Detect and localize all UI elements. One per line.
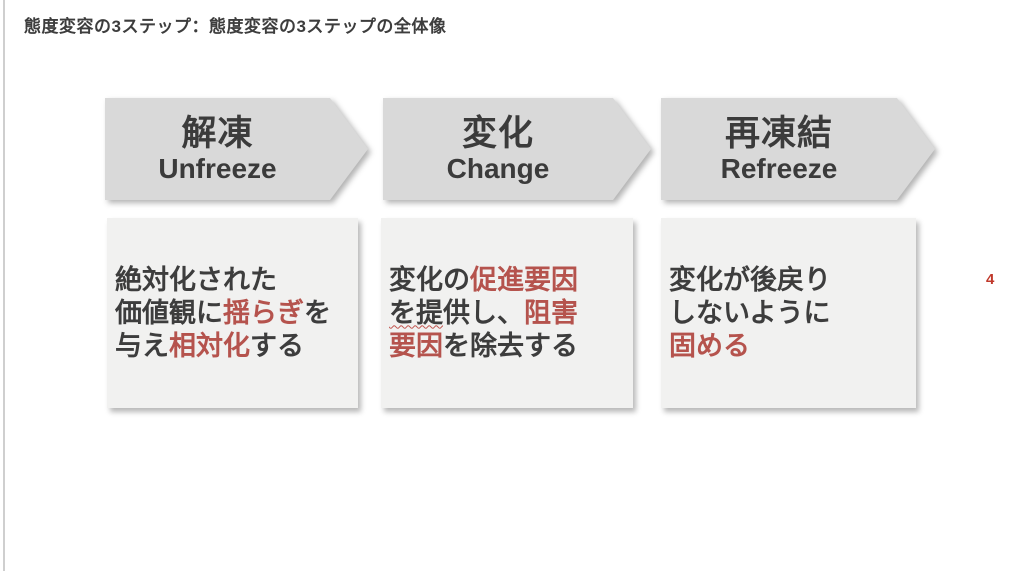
step-title-ja: 解凍	[181, 114, 254, 153]
description-line: 変化が後戻り	[669, 264, 916, 297]
step-title-ja: 再凍結	[724, 114, 833, 153]
step-arrow-change: 変化 Change	[383, 98, 651, 200]
highlighted-text: 阻害	[524, 297, 578, 328]
description-line: 変化の促進要因	[389, 264, 633, 297]
highlighted-text: 相対化	[169, 330, 250, 361]
highlighted-text: 固める	[669, 330, 750, 361]
step-description-box-unfreeze: 絶対化された価値観に揺らぎを与え相対化する	[107, 218, 358, 408]
description-line: 絶対化された	[115, 264, 358, 297]
highlighted-text: 促進要因	[470, 264, 578, 295]
page-number: 4	[986, 271, 995, 288]
step-title-ja: 変化	[461, 114, 534, 153]
description-line: を提供し、阻害	[389, 297, 633, 330]
step-title-en: Change	[446, 153, 550, 184]
chevron-shape: 再凍結 Refreeze	[661, 98, 935, 200]
page-title: 態度変容の3ステップ：態度変容の3ステップの全体像	[24, 17, 447, 36]
description-text: する	[250, 330, 304, 361]
description-text: を除去する	[443, 330, 578, 361]
description-text: 価値観に	[115, 297, 223, 328]
description-text: しないように	[669, 297, 831, 328]
step-title-en: Refreeze	[720, 153, 838, 184]
highlighted-text: 揺らぎ	[223, 297, 304, 328]
step-arrow-unfreeze: 解凍 Unfreeze	[105, 98, 368, 200]
description-line: 固める	[669, 330, 916, 363]
chevron-shape: 解凍 Unfreeze	[105, 98, 368, 200]
description-text: 絶対化された	[115, 264, 277, 295]
description-text: を	[304, 297, 331, 328]
description-text: 変化が後戻り	[669, 264, 831, 295]
chevron-shape: 変化 Change	[383, 98, 651, 200]
step-arrow-refreeze: 再凍結 Refreeze	[661, 98, 935, 200]
description-line: 価値観に揺らぎを	[115, 297, 358, 330]
step-description-box-change: 変化の促進要因を提供し、阻害要因を除去する	[381, 218, 633, 408]
description-line: 要因を除去する	[389, 330, 633, 363]
description-text: 与え	[115, 330, 169, 361]
description-text: を提	[389, 297, 443, 328]
step-description-box-refreeze: 変化が後戻りしないように固める	[661, 218, 916, 408]
description-text: 供し、	[443, 297, 524, 328]
description-line: しないように	[669, 297, 916, 330]
step-title-en: Unfreeze	[158, 153, 277, 184]
description-text: 変化の	[389, 264, 470, 295]
description-line: 与え相対化する	[115, 330, 358, 363]
left-edge-divider	[3, 0, 5, 571]
highlighted-text: 要因	[389, 330, 443, 361]
